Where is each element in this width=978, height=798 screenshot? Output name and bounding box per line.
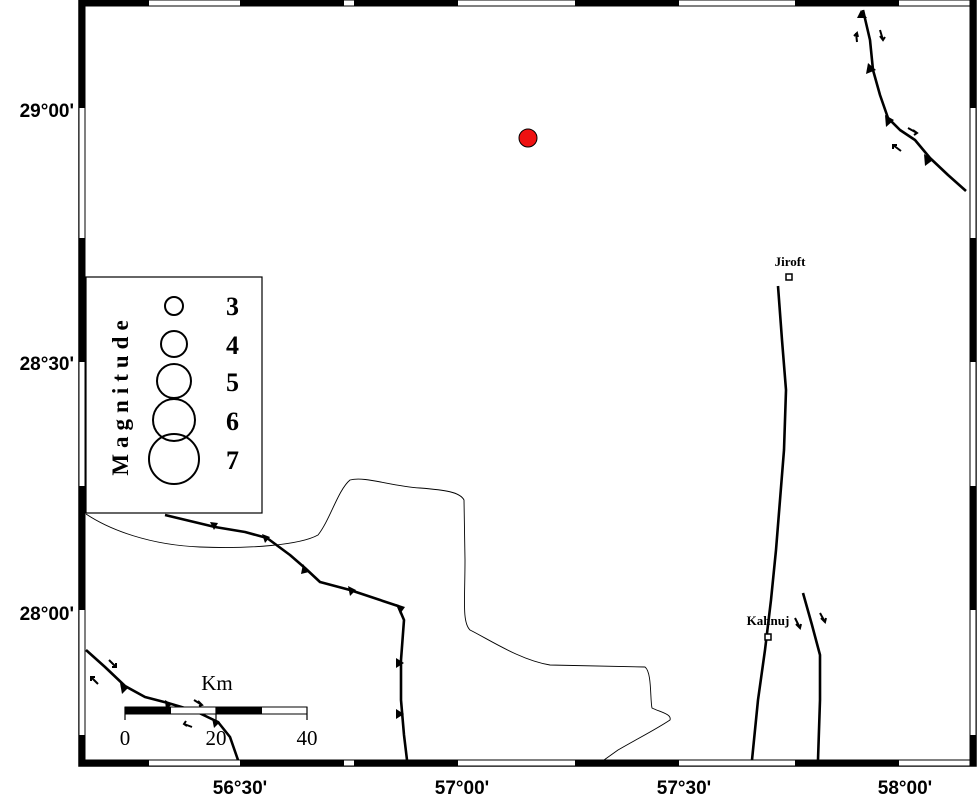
earthquake-epicenter[interactable] (518, 128, 538, 148)
city-kahnuj: Kahnuj (747, 613, 790, 641)
fault-west (164, 513, 409, 761)
faults (85, 9, 967, 761)
fault-jiroft (750, 285, 788, 761)
lon-label-57-00: 57°00' (435, 778, 489, 798)
legend-circle-7 (148, 433, 200, 485)
scale-bar: Km 0 20 40 (120, 671, 318, 750)
legend-label-5: 5 (226, 368, 239, 397)
scale-label-20: 20 (206, 726, 227, 750)
strike-slip-markers (90, 29, 919, 728)
province-boundary (85, 478, 671, 761)
scale-unit-label: Km (201, 671, 233, 695)
legend-circle-4 (160, 330, 188, 358)
city-jiroft: Jiroft (775, 254, 806, 281)
latitude-labels: 29°00' 28°30' 28°00' (20, 101, 74, 625)
fault-kahnuj-east (801, 592, 822, 761)
city-label-kahnuj: Kahnuj (747, 613, 790, 628)
lon-label-56-30: 56°30' (213, 778, 267, 798)
lon-label-57-30: 57°30' (657, 778, 711, 798)
lat-label-29-00: 29°00' (20, 101, 74, 122)
legend-label-6: 6 (226, 407, 239, 436)
city-label-jiroft: Jiroft (775, 254, 806, 269)
legend-circle-3 (164, 296, 184, 316)
city-marker-kahnuj (764, 633, 772, 641)
fault-northeast (861, 9, 967, 192)
magnitude-legend: Magnitude 3 4 5 6 7 (85, 276, 263, 514)
city-marker-jiroft (785, 273, 793, 281)
longitude-labels: 56°30' 57°00' 57°30' 58°00' (213, 778, 932, 798)
lat-label-28-30: 28°30' (20, 354, 74, 375)
legend-label-3: 3 (226, 292, 239, 321)
legend-label-4: 4 (226, 331, 239, 360)
scale-label-40: 40 (297, 726, 318, 750)
lat-label-28-00: 28°00' (20, 604, 74, 625)
legend-title: Magnitude (108, 314, 133, 475)
lon-label-58-00: 58°00' (878, 778, 932, 798)
scale-label-0: 0 (120, 726, 131, 750)
legend-circle-6 (152, 398, 196, 442)
legend-label-7: 7 (226, 446, 239, 475)
thrust-markers (120, 10, 933, 728)
